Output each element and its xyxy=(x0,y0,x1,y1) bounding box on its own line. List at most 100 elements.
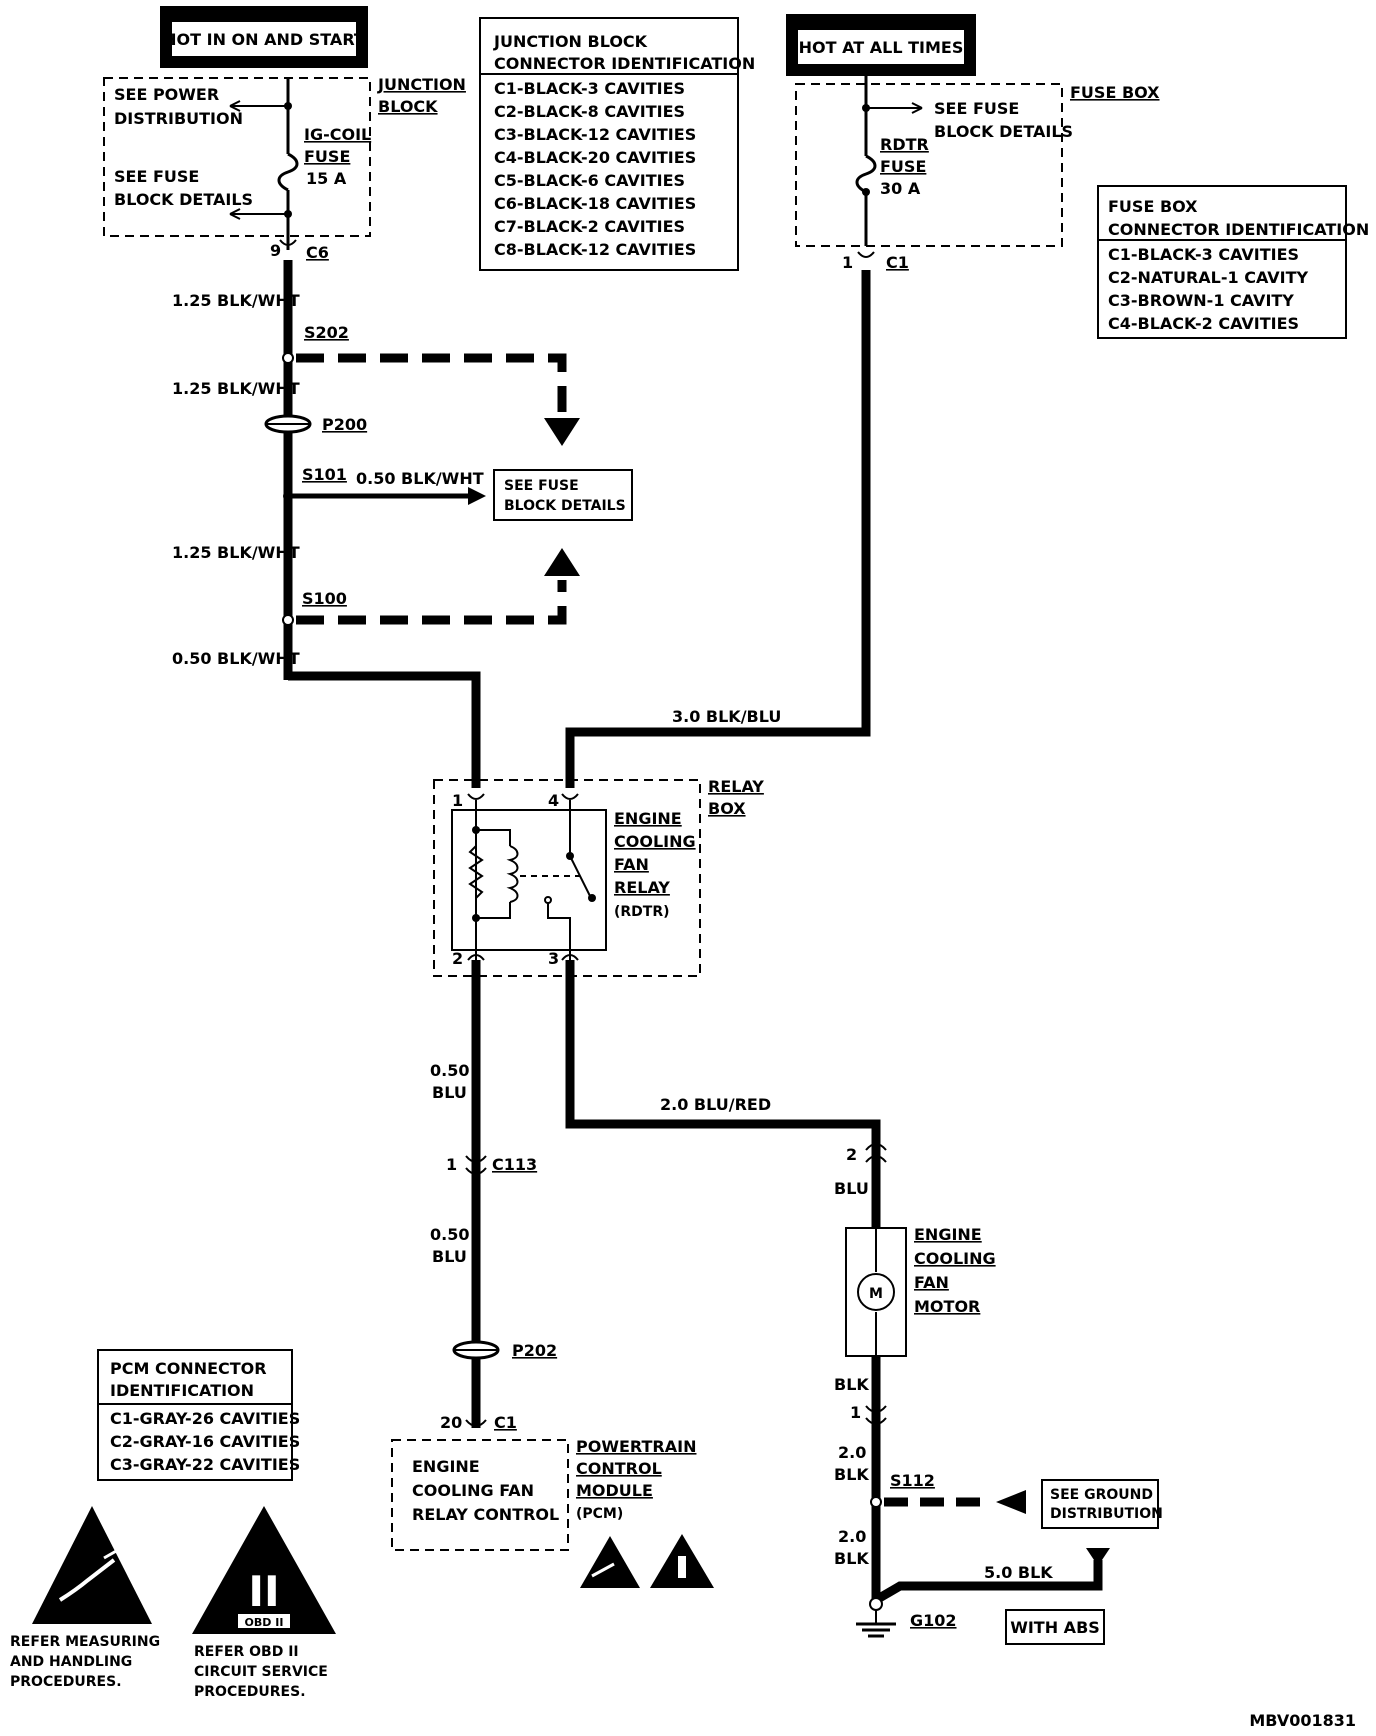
fuse-box-see-fuse-2: BLOCK DETAILS xyxy=(934,122,1073,141)
figure-id: MBV001831 xyxy=(1249,1711,1356,1730)
engine-cooling-fan-motor: M ENGINE COOLING FAN MOTOR xyxy=(845,1225,996,1357)
ig-coil-fuse-name-1: IG-COIL xyxy=(304,125,371,144)
see-fuse-arrow-icon xyxy=(229,208,241,220)
wire-label: 2.0 xyxy=(838,1443,866,1462)
with-abs-label: WITH ABS xyxy=(1010,1618,1100,1637)
p202-label: P202 xyxy=(512,1341,557,1360)
splice-s202-label: S202 xyxy=(304,323,349,342)
pcm-name-3: MODULE xyxy=(576,1481,653,1500)
splice-s100-label: S100 xyxy=(302,589,347,608)
with-abs-box: WITH ABS xyxy=(1005,1609,1105,1645)
c113-label: C113 xyxy=(492,1155,537,1174)
wire-label: 5.0 BLK xyxy=(984,1563,1053,1582)
hot-all-times-box: HOT AT ALL TIMES xyxy=(786,14,976,76)
obd-text-2: CIRCUIT SERVICE xyxy=(194,1664,328,1680)
fuse-box-id-title-2: CONNECTOR IDENTIFICATION xyxy=(1108,220,1369,239)
relay-box: RELAY BOX 1 4 2 3 ENGINE COOLING FAN REL… xyxy=(433,777,764,977)
wire-label: 1.25 BLK/WHT xyxy=(172,291,300,310)
fan-motor-feed-wire xyxy=(565,960,881,1228)
ground-pointer-icon xyxy=(996,1490,1026,1514)
see-fuse-text-2: BLOCK DETAILS xyxy=(114,190,253,209)
pcm-name-2: CONTROL xyxy=(576,1459,662,1478)
motor-name-2: COOLING xyxy=(914,1249,996,1268)
ground-g102-icon xyxy=(856,1597,896,1638)
relay-box-label-1: RELAY xyxy=(708,777,764,796)
pcm-c1-label: C1 xyxy=(494,1413,517,1432)
pass-through-p200 xyxy=(264,414,312,434)
pcm-name-4: (PCM) xyxy=(576,1506,623,1522)
pcm-id-row: C3-GRAY-22 CAVITIES xyxy=(110,1455,300,1474)
fuse-box-id-row: C3-BROWN-1 CAVITY xyxy=(1108,291,1294,310)
esd-small-icon xyxy=(580,1536,640,1588)
pcm-connector-id-table: PCM CONNECTOR IDENTIFICATION C1-GRAY-26 … xyxy=(97,1349,300,1481)
splice-s112-label: S112 xyxy=(890,1471,935,1490)
see-fuse-center-1: SEE FUSE xyxy=(504,478,579,494)
wire-label: 2.0 BLU/RED xyxy=(660,1095,771,1114)
relay-name-5: (RDTR) xyxy=(614,904,670,920)
junction-id-row: C3-BLACK-12 CAVITIES xyxy=(494,125,696,144)
pcm-id-row: C2-GRAY-16 CAVITIES xyxy=(110,1432,300,1451)
fuse-box-id-row: C4-BLACK-2 CAVITIES xyxy=(1108,314,1299,333)
optional-circuit-paths xyxy=(296,353,580,625)
wire-label: BLK xyxy=(834,1375,869,1394)
see-ground-1: SEE GROUND xyxy=(1050,1487,1153,1503)
pcm-id-row: C1-GRAY-26 CAVITIES xyxy=(110,1409,300,1428)
splice-s112 xyxy=(870,1496,882,1508)
pcm-pin: 20 xyxy=(440,1413,462,1432)
splice-s101-label: S101 xyxy=(302,465,347,484)
fuse-box-c1-label: C1 xyxy=(886,253,909,272)
esd-warning-icon xyxy=(32,1506,152,1624)
pcm-inner-2: COOLING FAN xyxy=(412,1481,534,1500)
pcm-inner-1: ENGINE xyxy=(412,1457,480,1476)
relay-name-2: COOLING xyxy=(614,832,696,851)
wire-label: 0.50 xyxy=(430,1225,469,1244)
splice-s202 xyxy=(282,352,294,364)
see-power-text-1: SEE POWER xyxy=(114,85,219,104)
connector-c113 xyxy=(465,1155,487,1175)
junction-block: JUNCTION BLOCK SEE POWER DISTRIBUTION SE… xyxy=(103,75,466,262)
junction-id-title-1: JUNCTION BLOCK xyxy=(493,32,648,51)
relay-pin-3: 3 xyxy=(548,949,559,968)
junction-id-row: C8-BLACK-12 CAVITIES xyxy=(494,240,696,259)
see-ground-2: DISTRIBUTION xyxy=(1050,1506,1163,1522)
fuse-box-c1-pin: 1 xyxy=(842,253,853,272)
wire-label: 0.50 BLK/WHT xyxy=(172,649,300,668)
hot-on-start-box: HOT IN ON AND START xyxy=(160,6,368,68)
motor-icon xyxy=(857,1273,895,1311)
abs-branch-icon xyxy=(1086,1548,1110,1566)
battery-feed-wire xyxy=(565,270,871,788)
fuse-box-c1-connector-icon xyxy=(857,251,875,258)
pcm-name-1: POWERTRAIN xyxy=(576,1437,696,1456)
wire-label: BLU xyxy=(432,1083,467,1102)
wire-label: BLK xyxy=(834,1549,869,1568)
up-arrow-icon xyxy=(544,548,580,576)
wire-label: 0.50 xyxy=(430,1061,469,1080)
ig-coil-fuse-symbol xyxy=(277,152,299,192)
c6-pin: 9 xyxy=(270,241,281,260)
wire-label: 2.0 xyxy=(838,1527,866,1546)
ig-coil-fuse-name-2: FUSE xyxy=(304,147,350,166)
relay-pin-2: 2 xyxy=(452,949,463,968)
c6-connector-icon xyxy=(279,239,297,246)
junction-id-title-2: CONNECTOR IDENTIFICATION xyxy=(494,54,755,73)
see-fuse-right-arrow-icon xyxy=(911,102,923,114)
esd-text-2: AND HANDLING xyxy=(10,1654,132,1670)
see-ground-distribution-box: SEE GROUND DISTRIBUTION xyxy=(1041,1479,1163,1529)
pcm-inner-3: RELAY CONTROL xyxy=(412,1505,559,1524)
fuse-box-label: FUSE BOX xyxy=(1070,83,1160,102)
fuse-box-see-fuse-1: SEE FUSE xyxy=(934,99,1019,118)
see-fuse-block-details-box: SEE FUSE BLOCK DETAILS xyxy=(493,469,633,521)
motor-name-4: MOTOR xyxy=(914,1297,980,1316)
junction-id-row: C7-BLACK-2 CAVITIES xyxy=(494,217,685,236)
junction-id-row: C6-BLACK-18 CAVITIES xyxy=(494,194,696,213)
rdtr-fuse-rating: 30 A xyxy=(880,179,921,198)
hot-all-times-label: HOT AT ALL TIMES xyxy=(799,38,964,57)
resistor-symbol xyxy=(468,830,484,918)
relay-name-4: RELAY xyxy=(614,878,670,897)
esd-text-1: REFER MEASURING xyxy=(10,1634,160,1650)
fuse-box-id-title-1: FUSE BOX xyxy=(1108,197,1198,216)
see-power-arrow-icon xyxy=(229,100,241,112)
relay-name-3: FAN xyxy=(614,855,649,874)
obd-small-icon xyxy=(650,1534,714,1588)
relay-box-label-2: BOX xyxy=(708,799,746,818)
